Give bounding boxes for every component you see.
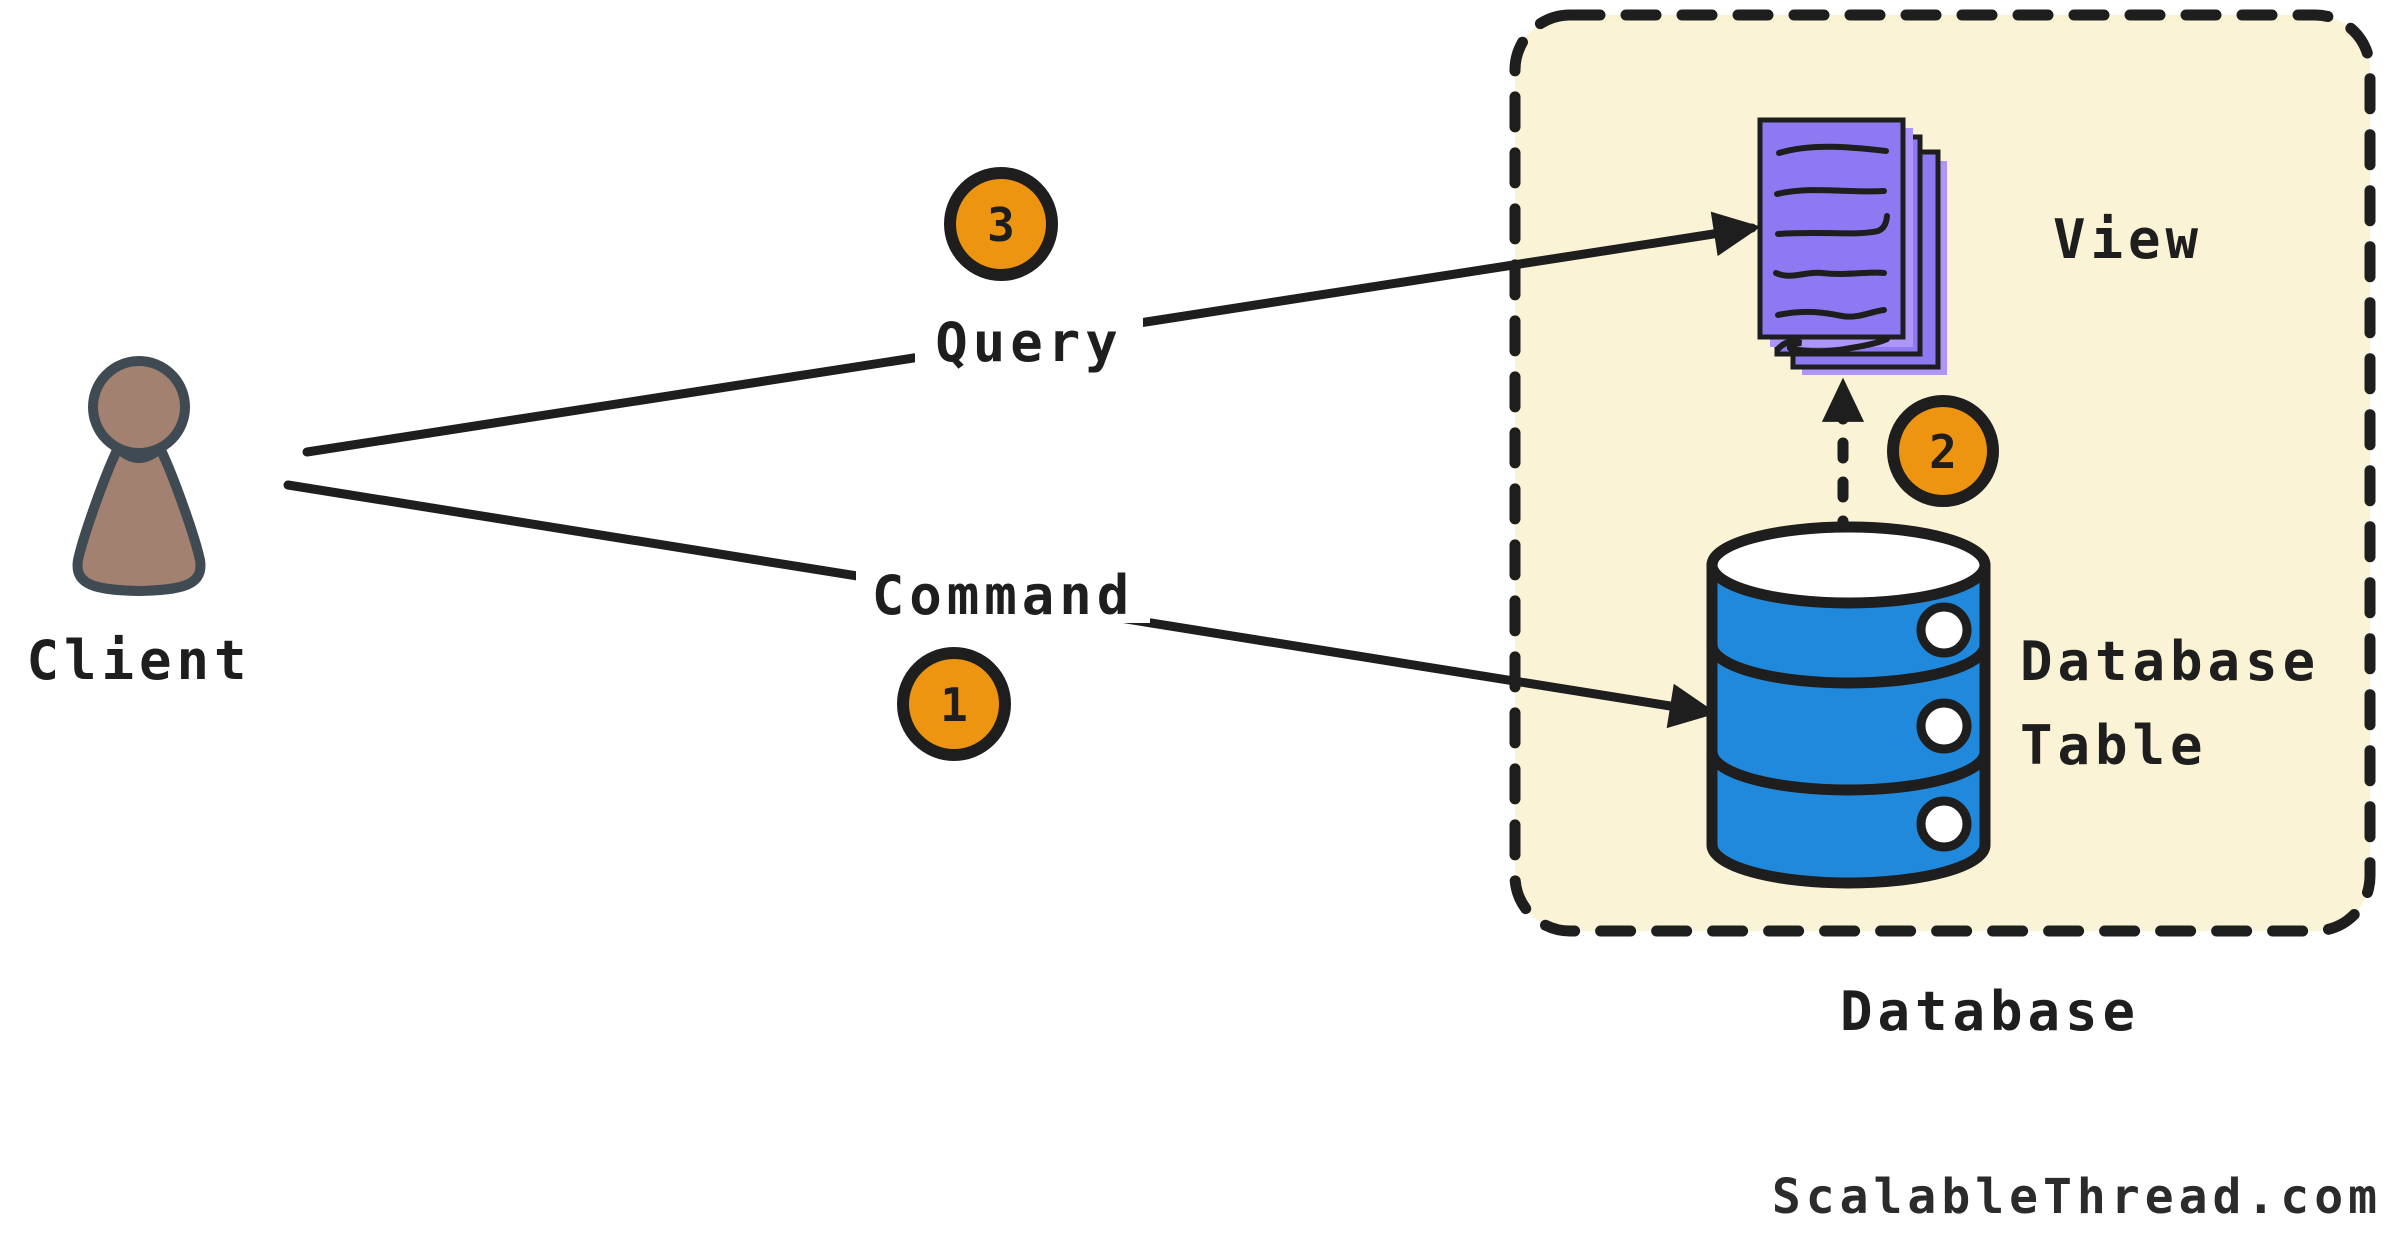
table-label-line2: Table [2020,714,2208,777]
client-head [88,356,190,458]
query-label: Query [935,311,1123,374]
cylinder-top [1706,521,1991,609]
badge-3-number: 3 [987,198,1015,252]
badge-step-2: 2 [1887,395,1999,507]
cylinder-band-line-2 [1706,751,1991,796]
badge-2-circle [1887,395,1999,507]
view-doc-text-lines [1773,143,1890,355]
command-label: Command [872,564,1135,627]
badge-2-number: 2 [1929,425,1957,479]
table-label-line1: Database [2020,630,2320,693]
person-pawn-icon [72,356,206,596]
database-box-label: Database [1840,980,2140,1043]
cylinder-band-line-1 [1706,644,1991,689]
cylinder-light-2 [1916,698,1972,754]
badge-3-circle [944,167,1058,281]
badge-step-3: 3 [944,167,1058,281]
badge-1-number: 1 [940,678,968,732]
cylinder-light-3 [1916,796,1972,852]
cylinder-body [1706,559,1991,889]
database-cylinder-icon [1706,521,1991,889]
badge-step-1: 1 [897,647,1011,761]
badge-1-circle [897,647,1011,761]
query-label-backplate [915,310,1143,372]
command-label-backplate [856,563,1150,623]
documents-stack-icon [1757,117,1947,375]
watermark: ScalableThread.com [1772,1169,2382,1225]
client-body [72,443,206,596]
cylinder-light-1 [1916,602,1972,658]
view-label: View [2053,208,2203,271]
client-label: Client [26,629,251,692]
